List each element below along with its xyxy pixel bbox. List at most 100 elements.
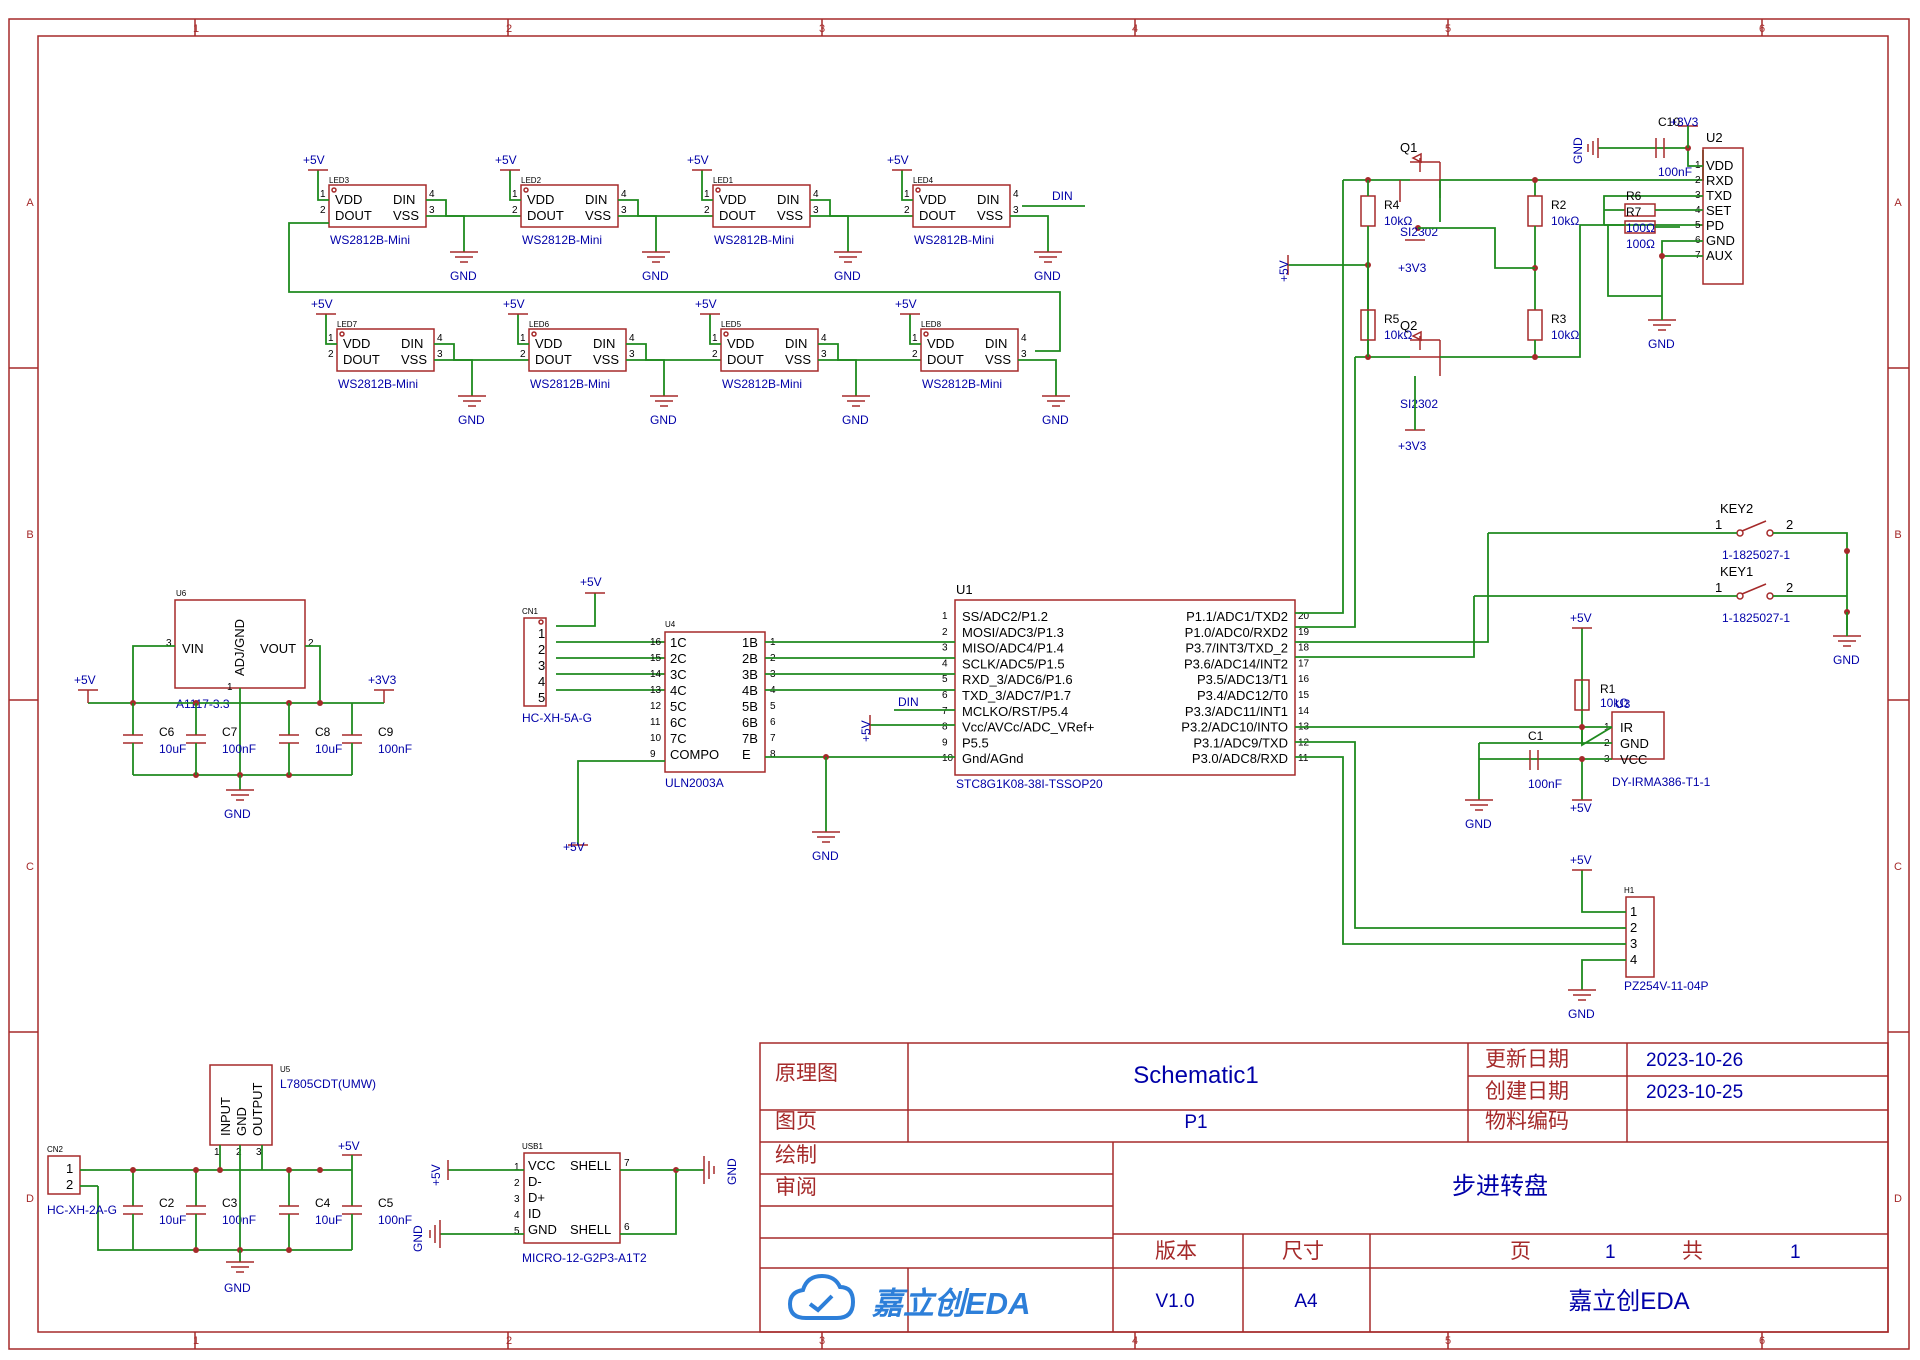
u3-5v-label: +5V (1570, 611, 1592, 625)
led-body (528, 328, 627, 372)
u4-pin-num-12: 12 (650, 701, 662, 712)
led-pin1: 1 (704, 189, 710, 200)
u4-pin-name-15: 2C (670, 651, 687, 666)
key-lever (1741, 583, 1767, 595)
easyeda-logo: 嘉立创EDA (787, 1273, 1030, 1321)
led-pin4: 4 (429, 189, 435, 200)
led-pin4: 4 (621, 189, 627, 200)
r7-ref: R7 (1626, 205, 1642, 219)
led-chain-wire (618, 199, 713, 217)
logo-text: 嘉立创EDA (871, 1286, 1030, 1321)
u1-pin-num-20: 20 (1298, 611, 1310, 622)
u1-pin-name-6: TXD_3/ADC7/P1.7 (962, 688, 1071, 703)
r1-value: 10kΩ (1600, 696, 1628, 710)
u1-pin-name-7: MCLKO/RST/P5.4 (962, 704, 1068, 719)
cn2-pin2: 2 (66, 1177, 73, 1192)
u2-pin-num-5: 5 (1695, 220, 1701, 231)
led-pin2: 2 (328, 349, 334, 360)
led-pin4: 4 (813, 189, 819, 200)
u4-pin-name-14: 3C (670, 667, 687, 682)
u1-pin-name-4: SCLK/ADC5/P1.5 (962, 656, 1065, 671)
r6-ref: R6 (1626, 189, 1642, 203)
led-gnd-wire (1010, 215, 1049, 252)
key-contact-b (1766, 592, 1774, 600)
led-pin2: 2 (520, 349, 526, 360)
tb-schematic-name: Schematic1 (1133, 1062, 1258, 1089)
ruler-col-2: 2 (506, 1335, 512, 1347)
led-gnd-label: GND (642, 269, 669, 283)
led-din: DIN (593, 336, 615, 351)
u2-3v3-label: +3V3 (1670, 115, 1699, 129)
u4-5v-label: +5V (563, 840, 585, 854)
r2-ref: R2 (1551, 198, 1567, 212)
u4-pin-num-14: 14 (650, 669, 662, 680)
led-vss: VSS (401, 352, 427, 367)
u5-model: L7805CDT(UMW) (280, 1077, 376, 1091)
u1-pin-num-1: 1 (942, 611, 948, 622)
tb-drawn-label: 绘制 (775, 1144, 817, 1167)
u1-pin-name-9: P5.5 (962, 735, 989, 750)
led-chain-wire (810, 199, 913, 217)
r5-ref: R5 (1384, 312, 1400, 326)
usb1-gnd-label-2: GND (725, 1158, 739, 1185)
led-5v-wire (701, 170, 713, 201)
ruler-col-3: 3 (819, 23, 825, 35)
r5-value: 10kΩ (1384, 328, 1412, 342)
led-din: DIN (585, 192, 607, 207)
u4-pin-name-11: 6C (670, 715, 687, 730)
u4-pin-name-8: E (742, 747, 751, 762)
led-pin3: 3 (1013, 205, 1019, 216)
r7-value: 100Ω (1626, 237, 1655, 251)
mcu-right-wires (1295, 180, 1622, 945)
tb-page-total: 1 (1790, 1242, 1801, 1263)
u1-u4-wires: GND DIN +5V (765, 641, 955, 863)
led-model: WS2812B-Mini (338, 377, 418, 391)
key-contact-b (1766, 529, 1774, 537)
cap-ref: C6 (159, 725, 175, 739)
u1-pin-name-19: P1.0/ADC0/RXD2 (1185, 625, 1288, 640)
led-din: DIN (401, 336, 423, 351)
u6-3v3-label: +3V3 (368, 673, 397, 687)
u6-ref: U6 (176, 589, 187, 598)
tb-created-value: 2023-10-25 (1646, 1082, 1743, 1103)
led-pin2: 2 (912, 349, 918, 360)
key-ref: KEY2 (1720, 501, 1753, 516)
cn2-ref: CN2 (47, 1145, 64, 1154)
cap-value: 10uF (159, 742, 186, 756)
led-vss: VSS (977, 208, 1003, 223)
ruler-col-1: 1 (193, 23, 199, 35)
tb-project: 步进转盘 (1452, 1173, 1548, 1200)
u4-pin-num-9: 9 (650, 749, 656, 760)
q2-model: SI2302 (1400, 397, 1438, 411)
led-pin1: 1 (912, 333, 918, 344)
pin1-marker (723, 331, 729, 337)
led-dout: DOUT (727, 352, 764, 367)
mosfet-q2: Q2 SI2302 (1400, 318, 1441, 411)
u1-pin-name-11: P3.0/ADC8/RXD (1192, 751, 1288, 766)
led-ref: LED1 (713, 176, 734, 185)
led-gnd-wire (626, 359, 665, 396)
u5-ref: U5 (280, 1065, 291, 1074)
tb-updated-label: 更新日期 (1485, 1048, 1569, 1071)
u5-input: INPUT (218, 1097, 233, 1136)
u4-pin-num-13: 13 (650, 685, 662, 696)
u1-pin-num-10: 10 (942, 753, 954, 764)
u2-gnd-label: GND (1571, 137, 1585, 164)
u1-pin-name-5: RXD_3/ADC6/P1.6 (962, 672, 1073, 687)
u4-pin-name-6: 6B (742, 715, 758, 730)
led-dout: DOUT (343, 352, 380, 367)
u4-compo-wire (577, 760, 665, 845)
led-din: DIN (393, 192, 415, 207)
u1-pin-name-3: MISO/ADC4/P1.4 (962, 641, 1064, 656)
u4-pin-name-13: 4C (670, 683, 687, 698)
usb1-model: MICRO-12-G2P3-A1T2 (522, 1251, 647, 1265)
r1-ref: R1 (1600, 682, 1616, 696)
ruler-col-6: 6 (1759, 1335, 1765, 1347)
u1-pin-num-17: 17 (1298, 658, 1310, 669)
u3-pin-name-3: VCC (1620, 752, 1647, 767)
